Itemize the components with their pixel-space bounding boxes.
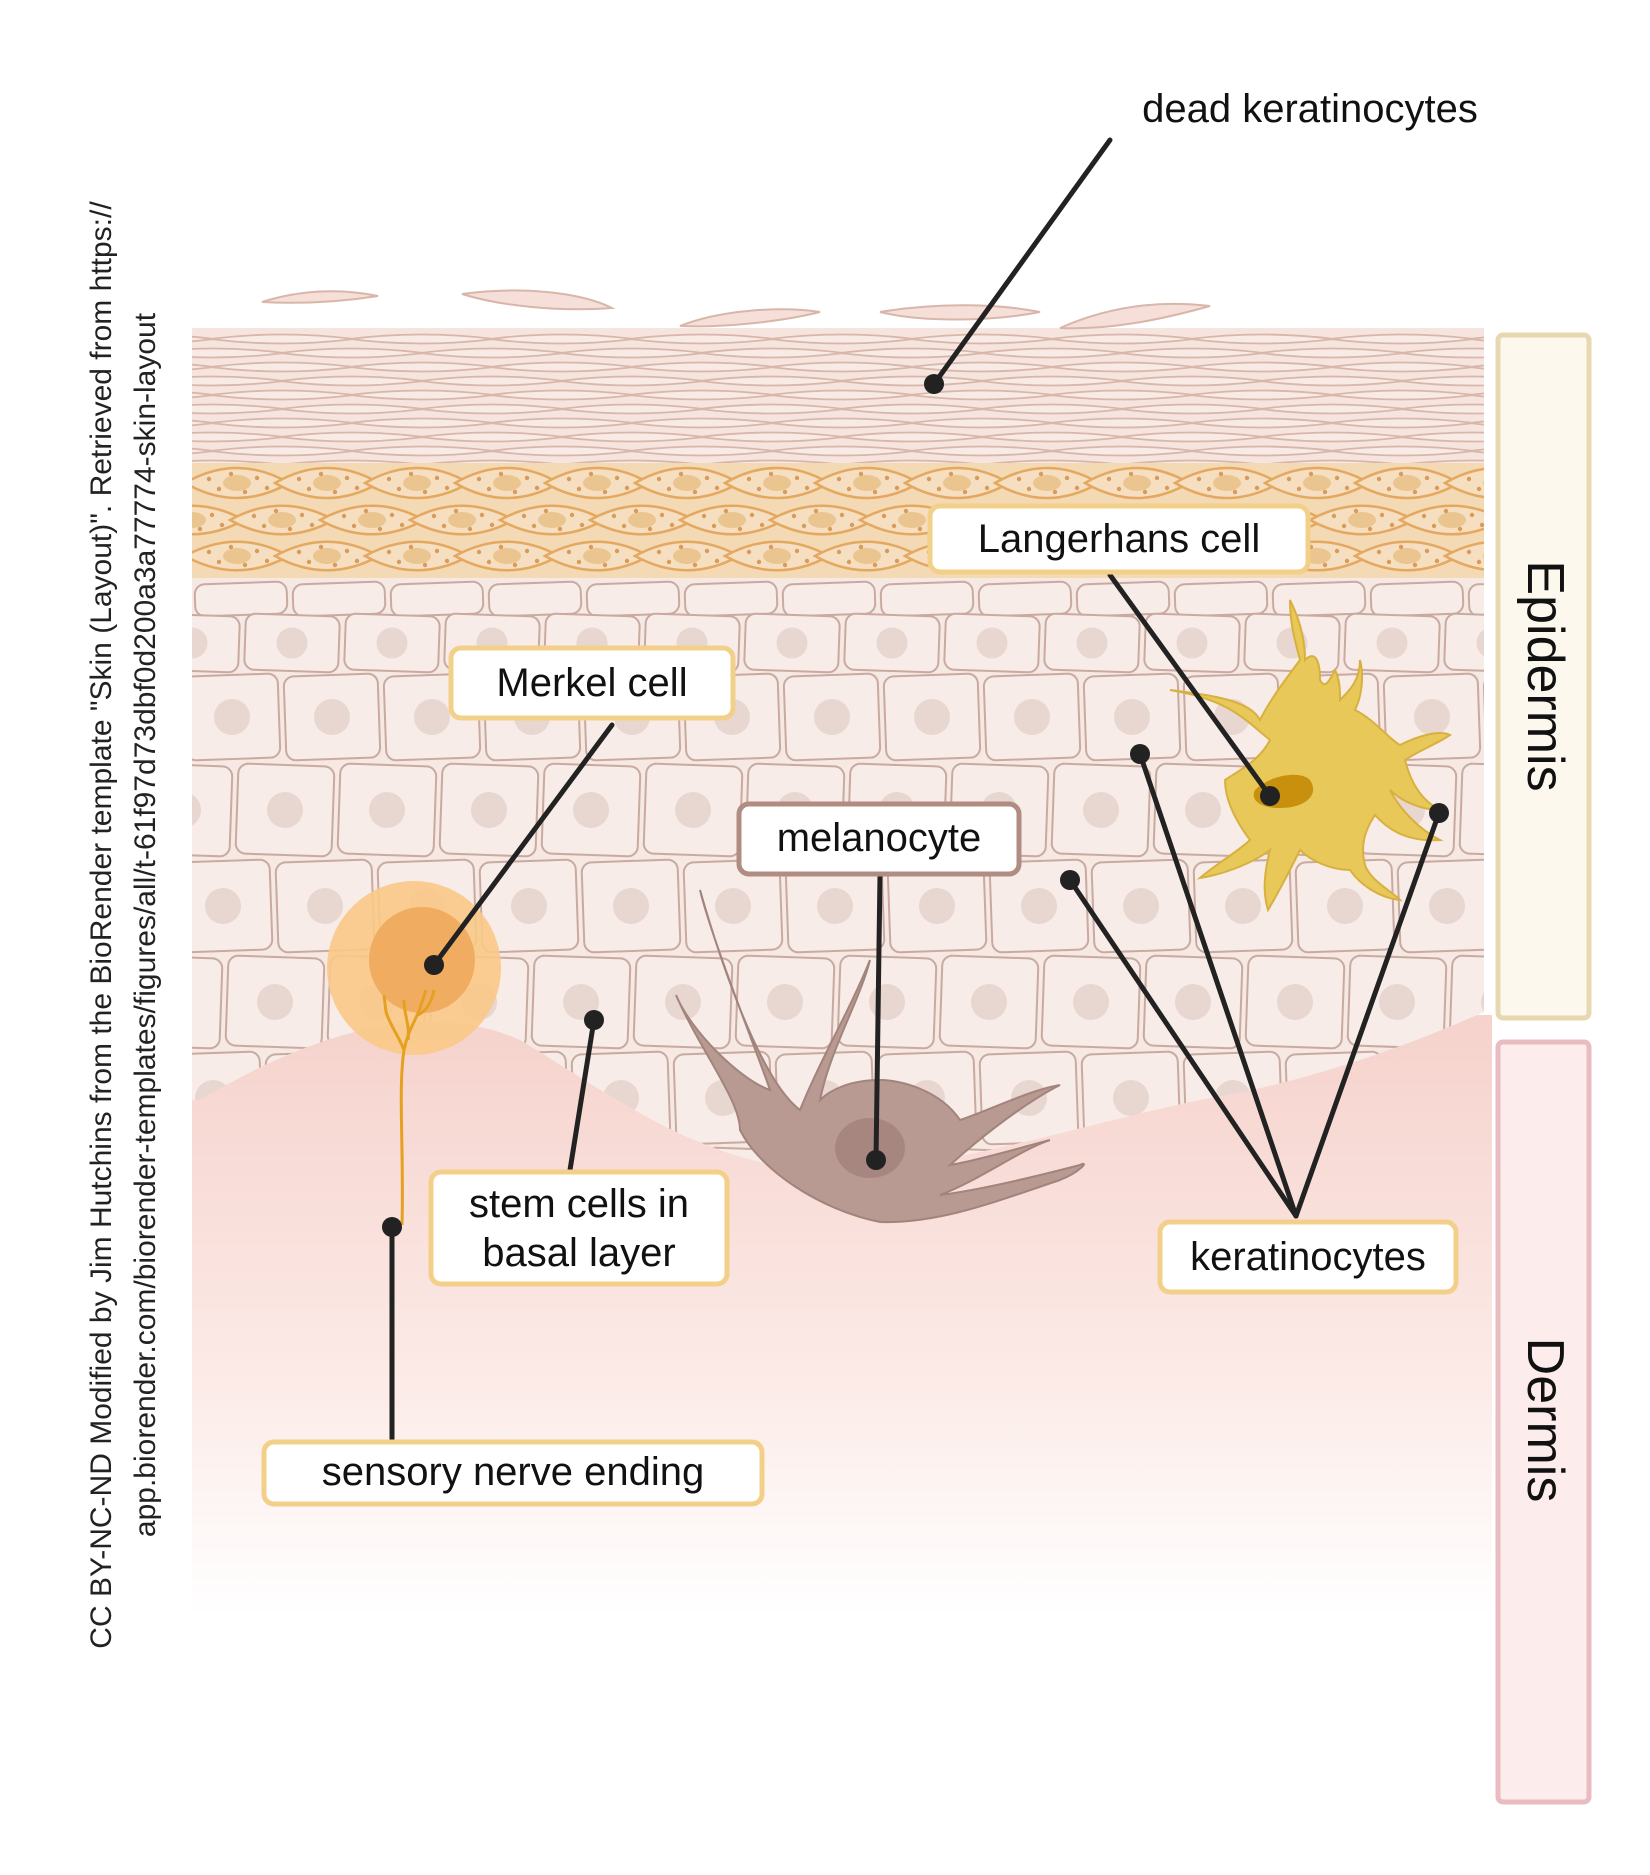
- credit-text: CC BY-NC-ND Modified by Jim Hutchins fro…: [80, 0, 180, 1850]
- label-melanocyte: melanocyte: [736, 801, 1022, 877]
- svg-text:basal layer: basal layer: [482, 1231, 675, 1275]
- svg-text:melanocyte: melanocyte: [777, 816, 982, 860]
- melanocyte-cell: [675, 889, 1085, 1224]
- svg-text:stem cells in: stem cells in: [469, 1182, 689, 1226]
- leader-lines: [389, 137, 1442, 1443]
- svg-text:Langerhans cell: Langerhans cell: [978, 517, 1260, 561]
- svg-text:sensory nerve ending: sensory nerve ending: [322, 1450, 704, 1494]
- epidermis-bar: Epidermis: [1495, 332, 1592, 1021]
- svg-text:keratinocytes: keratinocytes: [1190, 1235, 1426, 1279]
- merkel-cell: [327, 881, 501, 1055]
- leader-dots: [382, 374, 1449, 1237]
- label-langerhans-cell: Langerhans cell: [927, 503, 1311, 575]
- epidermis-label: Epidermis: [1516, 560, 1574, 791]
- label-stem-cells: stem cells in basal layer: [428, 1169, 730, 1287]
- svg-text:Merkel cell: Merkel cell: [496, 661, 687, 705]
- credit-line-2: app.biorender.com/biorender-templates/fi…: [129, 312, 162, 1538]
- label-dead-keratinocytes: dead keratinocytes: [1142, 87, 1478, 131]
- credit-line-1: CC BY-NC-ND Modified by Jim Hutchins fro…: [85, 201, 118, 1649]
- label-merkel-cell: Merkel cell: [448, 645, 736, 721]
- dermis-bar: Dermis: [1495, 1039, 1592, 1805]
- sensory-nerve: [382, 989, 436, 1226]
- dermis-label: Dermis: [1516, 1338, 1574, 1503]
- stratum-corneum: [192, 289, 1484, 463]
- svg-text:dead keratinocytes: dead keratinocytes: [1142, 87, 1478, 131]
- label-sensory-nerve-ending: sensory nerve ending: [261, 1439, 765, 1507]
- label-keratinocytes: keratinocytes: [1157, 1219, 1459, 1295]
- granular-layer: [192, 460, 1484, 578]
